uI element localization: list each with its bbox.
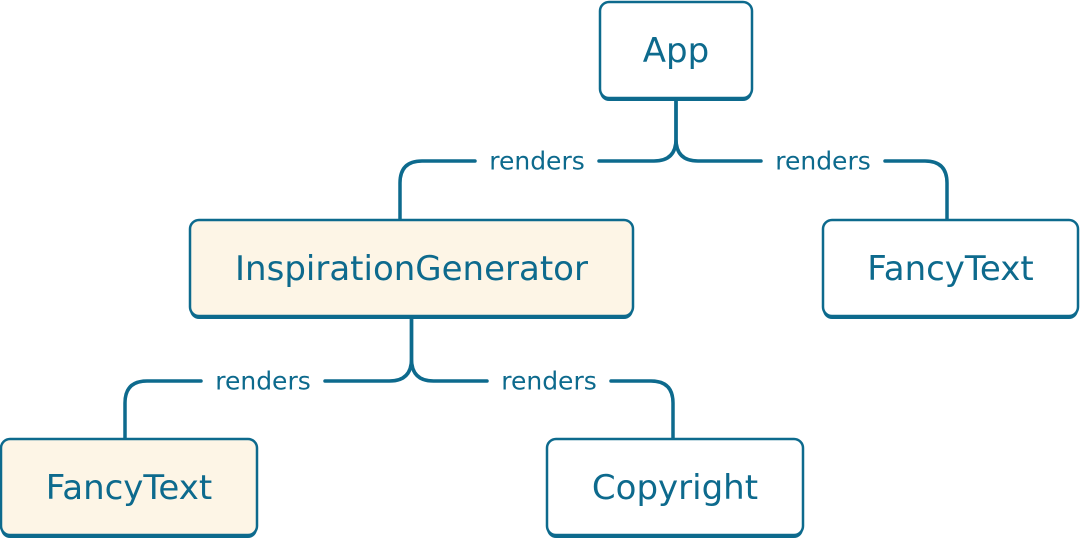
node-label: Copyright [592,468,758,508]
node-box [188,218,635,318]
edge-inspiration-generator-to-copyright: renders [409,314,675,441]
edge-label: renders [501,367,597,396]
edge-connector-child [398,159,477,222]
edge-connector-parent [674,96,763,163]
node-box [545,437,805,537]
node-fancytext-right: FancyText [821,218,1080,319]
edge-label: renders [489,147,585,176]
edge-app-to-inspiration-generator: renders [398,96,678,222]
node-fancytext-left: FancyText [0,437,259,538]
node-label: App [643,31,709,71]
edge-connector-parent [597,96,678,163]
edge-connector-parent [409,314,489,383]
node-label: FancyText [867,249,1033,289]
node-label: FancyText [46,468,212,508]
node-box [0,437,259,537]
edge-app-to-fancytext-right: renders [674,96,949,222]
node-app: App [598,0,754,101]
node-inspiration-generator: InspirationGenerator [188,218,635,319]
edge-connector-child [609,379,675,441]
node-label: InspirationGenerator [235,249,588,289]
edge-label: renders [775,147,871,176]
edge-connector-child [883,159,949,222]
edges-layer: renders renders renders renders [123,96,949,441]
edge-connector-child [123,379,203,441]
node-copyright: Copyright [545,437,805,538]
edge-label: renders [215,367,311,396]
edge-inspiration-generator-to-fancytext-left: renders [123,314,414,441]
node-box [598,0,754,100]
edge-connector-parent [323,314,414,383]
node-box [821,218,1080,318]
